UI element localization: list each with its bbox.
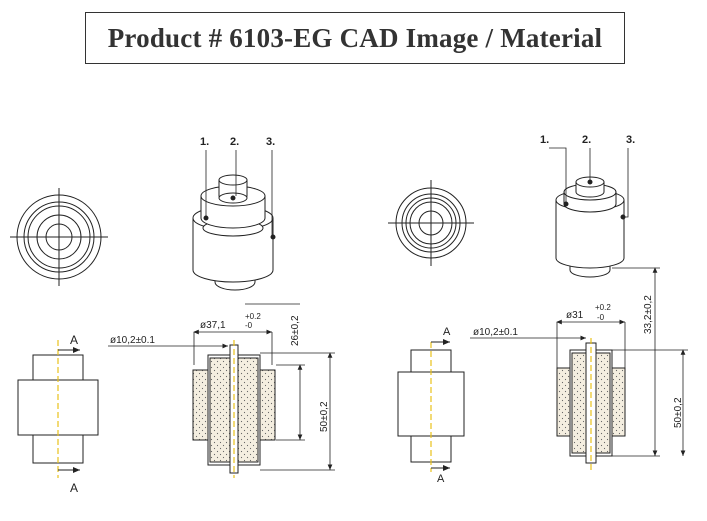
left-3d-view	[192, 174, 276, 291]
left-callouts	[205, 150, 273, 237]
title-box: Product # 6103-EG CAD Image / Material	[85, 12, 625, 64]
left-dimension-lines	[108, 303, 335, 471]
right-3d-view	[555, 176, 626, 278]
right-callouts	[549, 147, 629, 218]
left-dim-outer-tol-plus: +0.2	[245, 312, 261, 321]
right-section-view	[556, 338, 626, 472]
right-dim-outer-tol-plus: +0.2	[595, 303, 611, 312]
right-callout-3: 3.	[626, 134, 635, 146]
right-section-label-bottom: A	[437, 473, 445, 485]
right-dimension-lines	[470, 267, 688, 457]
left-dim-inner-diameter: ø10,2±0.1	[110, 335, 155, 346]
right-dim-outer-tol-minus: -0	[597, 313, 605, 322]
right-dim-outer-diameter: ø31	[566, 310, 584, 321]
right-section-label-top: A	[443, 326, 451, 338]
left-dim-outer-tol-minus: -0	[245, 321, 253, 330]
left-section-label-top: A	[70, 333, 78, 347]
right-callout-1: 1.	[540, 134, 549, 146]
left-callout-2: 2.	[230, 136, 239, 148]
right-dim-sleeve-length: 33,2±0,2	[643, 295, 654, 334]
left-end-view	[10, 188, 108, 286]
left-callout-3: 3.	[266, 136, 275, 148]
left-dim-outer-diameter: ø37,1	[200, 320, 226, 331]
left-section-label-bottom: A	[70, 481, 78, 495]
right-dim-inner-diameter: ø10,2±0.1	[473, 327, 518, 338]
page-title: Product # 6103-EG CAD Image / Material	[107, 22, 603, 53]
right-end-view	[388, 180, 474, 266]
left-dim-total-length: 50±0,2	[319, 401, 330, 432]
left-dim-sleeve-length: 26±0,2	[290, 315, 301, 346]
left-side-view	[17, 340, 99, 478]
right-callout-2: 2.	[582, 134, 591, 146]
right-dim-total-length: 50±0,2	[673, 397, 684, 428]
left-callout-1: 1.	[200, 136, 209, 148]
left-section-view	[192, 340, 276, 478]
right-side-view	[397, 342, 465, 472]
